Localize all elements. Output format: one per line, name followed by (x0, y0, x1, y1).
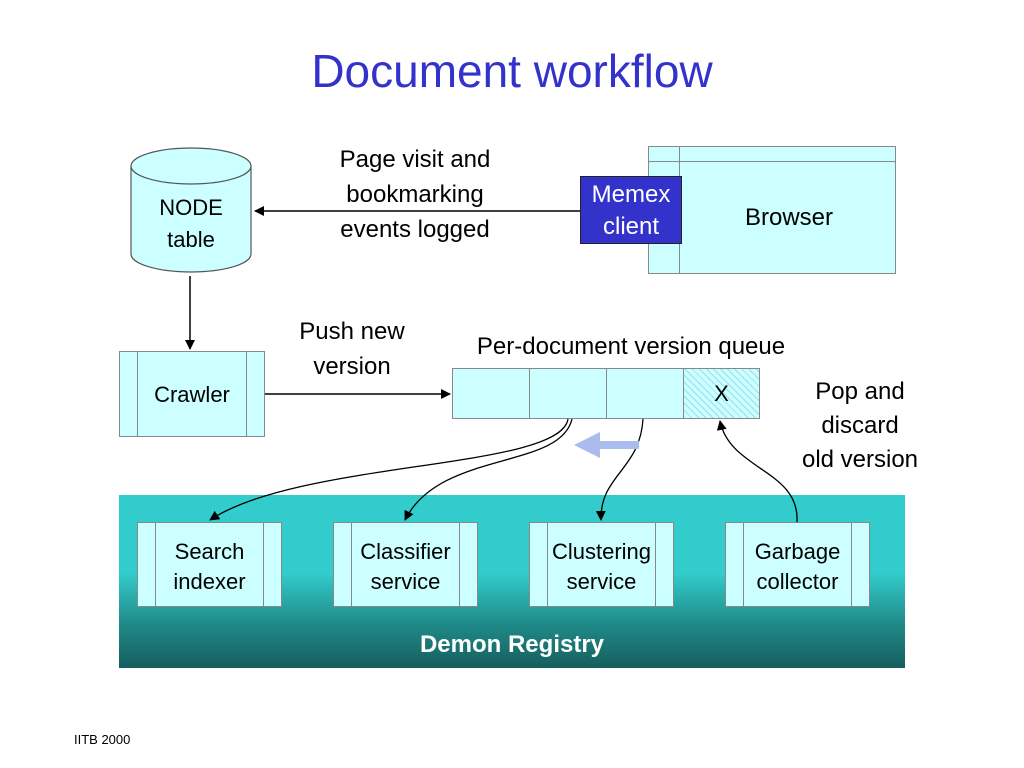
queue-to-classifier-arrow (404, 418, 573, 521)
queue-label: Per-document version queue (476, 333, 786, 360)
queue-cell-x-label: X (714, 381, 729, 406)
node-table-label: NODE table (159, 195, 223, 252)
queue-cell-1 (452, 368, 530, 419)
browser-label: Browser (744, 204, 834, 231)
slide-title: Document workflow (311, 45, 713, 97)
garbage-to-queue-arrow (716, 420, 798, 523)
crawler-label: Crawler (154, 382, 230, 407)
browser-window: Browser (648, 146, 896, 274)
push-version-label: Push new version (299, 318, 405, 380)
pop-discard-label: Pop and discard old version (801, 378, 919, 473)
event-log-label: Page visit and bookmarking events logged (339, 146, 491, 243)
memex-client-box: Memex client (580, 176, 682, 244)
queue-to-clustering-arrow (595, 418, 644, 521)
demon-registry-label: Demon Registry (419, 631, 605, 658)
queue-to-search-indexer-arrow (209, 418, 569, 521)
crawler-box: Crawler (119, 351, 265, 437)
footer-credit: IITB 2000 (74, 732, 131, 747)
queue-cell-old-version: X (683, 368, 760, 419)
queue-direction-arrow (574, 432, 639, 458)
queue-cell-2 (529, 368, 607, 419)
node-table-cylinder (130, 147, 252, 273)
